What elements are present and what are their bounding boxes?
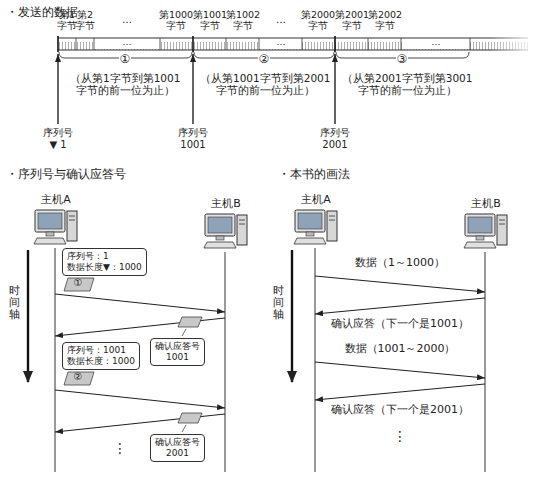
message-label: 确认应答（下一个是1001）	[330, 318, 470, 331]
computer-icon	[33, 207, 79, 247]
timeline	[55, 248, 485, 472]
callout-text: 确认应答号 2001	[155, 437, 200, 459]
callout-text: 序列号：1001	[67, 345, 135, 356]
time-axis-arrow	[28, 250, 292, 382]
ellipsis: …	[276, 14, 286, 26]
byte-label: 第2002 字节	[368, 10, 402, 32]
message-label: 确认应答（下一个是2001）	[330, 404, 470, 417]
byte-strip	[58, 34, 539, 54]
ellipsis: ⋮	[393, 428, 407, 444]
host-computer: 主机A	[293, 192, 339, 247]
callout-number: ②	[74, 371, 83, 383]
sequence-label: 序列号 1001	[178, 127, 208, 150]
callout-number: ①	[74, 277, 83, 289]
sequence-label: 序列号 2001	[320, 127, 350, 150]
sequence-label: 序列号▼ 1	[43, 127, 73, 150]
byte-label: 第2 字节	[75, 10, 95, 32]
ellipsis: …	[277, 37, 286, 47]
byte-label: 第1001 字节	[193, 10, 227, 32]
host-label: 主机B	[463, 196, 509, 211]
callout-text: 数据长度▼：1000	[67, 262, 142, 273]
sequence-pointer	[58, 54, 335, 124]
byte-label: 第2001 字节	[335, 10, 369, 32]
ellipsis: …	[122, 14, 132, 26]
callout-box: 确认应答号 1001	[150, 338, 205, 366]
byte-label: 第1000 字节	[159, 10, 193, 32]
ellipsis: …	[123, 37, 132, 47]
byte-label: 第2000 字节	[301, 10, 335, 32]
callout-text: 数据长度：1000	[67, 356, 135, 367]
message-arrow	[315, 276, 485, 400]
axis-label: 时间轴	[9, 285, 20, 321]
callout-number: ②	[258, 53, 271, 67]
callout-box: 序列号：1001数据长度：1000	[62, 342, 140, 370]
callout-box: 序列号：1数据长度▼：1000	[62, 248, 147, 276]
computer-icon	[203, 211, 249, 251]
host-computer: 主机B	[203, 196, 249, 251]
byte-label: 第1002 字节	[226, 10, 260, 32]
message-label: 数据（1001～2000）	[344, 343, 457, 356]
message-arrow	[55, 294, 225, 432]
section-heading: ・本书的画法	[278, 168, 350, 182]
callout-box: 确认应答号 2001	[150, 434, 205, 462]
callout-number: ①	[119, 53, 132, 67]
host-computer: 主机A	[33, 192, 79, 247]
computer-icon	[293, 207, 339, 247]
axis-label: 时间轴	[273, 285, 284, 321]
segment-note: （从第2001字节到第3001 字节的前一位为止）	[342, 72, 472, 96]
callout-text: 序列号：1	[67, 251, 142, 262]
segment-note: （从第1001字节到第2001 字节的前一位为止）	[200, 72, 330, 96]
host-computer: 主机B	[463, 196, 509, 251]
ellipsis: …	[432, 37, 441, 47]
callout-text: 确认应答号 1001	[155, 341, 200, 363]
ellipsis: ⋮	[113, 440, 127, 456]
host-label: 主机B	[203, 196, 249, 211]
message-label: 数据（1～1000）	[354, 257, 446, 270]
section-heading: ・序列号与确认应答号	[6, 168, 126, 182]
byte-label: 第1 字节	[57, 10, 77, 32]
segment-note: （从第1字节到第1001 字节的前一位为止）	[70, 72, 180, 96]
computer-icon	[463, 211, 509, 251]
host-label: 主机A	[293, 192, 339, 207]
callout-number: ③	[396, 53, 409, 67]
host-label: 主机A	[33, 192, 79, 207]
